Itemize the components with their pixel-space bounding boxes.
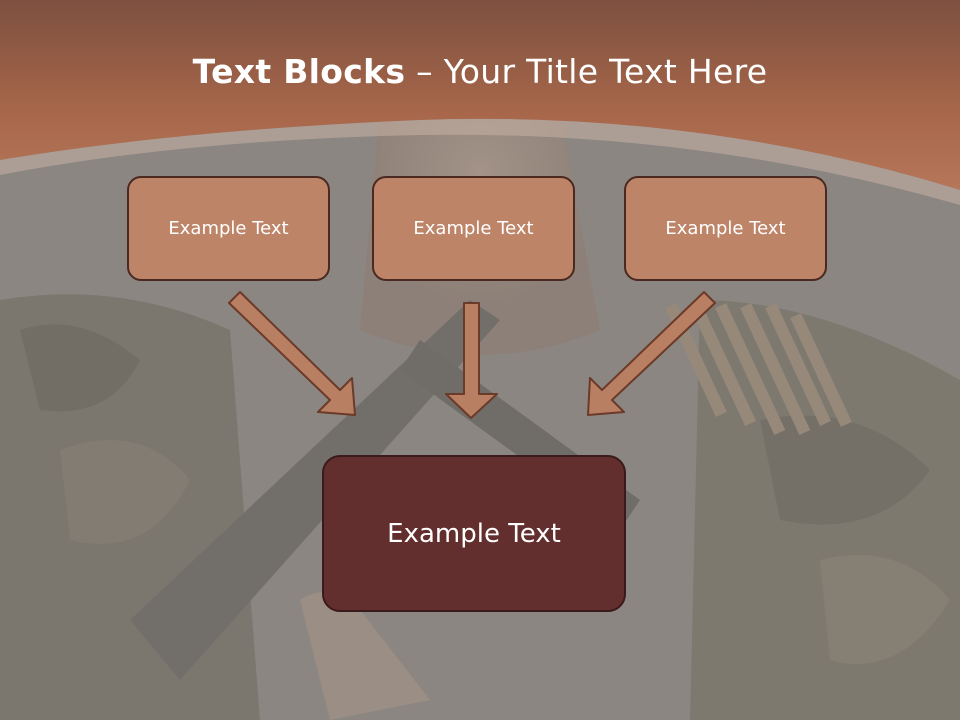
title-rest: Your Title Text Here: [443, 52, 768, 91]
text-block-2-label: Example Text: [413, 218, 534, 239]
slide-title: Text Blocks – Your Title Text Here: [0, 52, 960, 91]
main-text-block-label: Example Text: [387, 518, 561, 549]
title-separator: –: [405, 52, 444, 91]
text-block-1[interactable]: Example Text: [127, 176, 330, 281]
text-block-3[interactable]: Example Text: [624, 176, 827, 281]
text-block-2[interactable]: Example Text: [372, 176, 575, 281]
title-bold-part: Text Blocks: [192, 52, 406, 91]
main-text-block[interactable]: Example Text: [322, 455, 626, 612]
text-block-3-label: Example Text: [665, 218, 786, 239]
text-block-1-label: Example Text: [168, 218, 289, 239]
